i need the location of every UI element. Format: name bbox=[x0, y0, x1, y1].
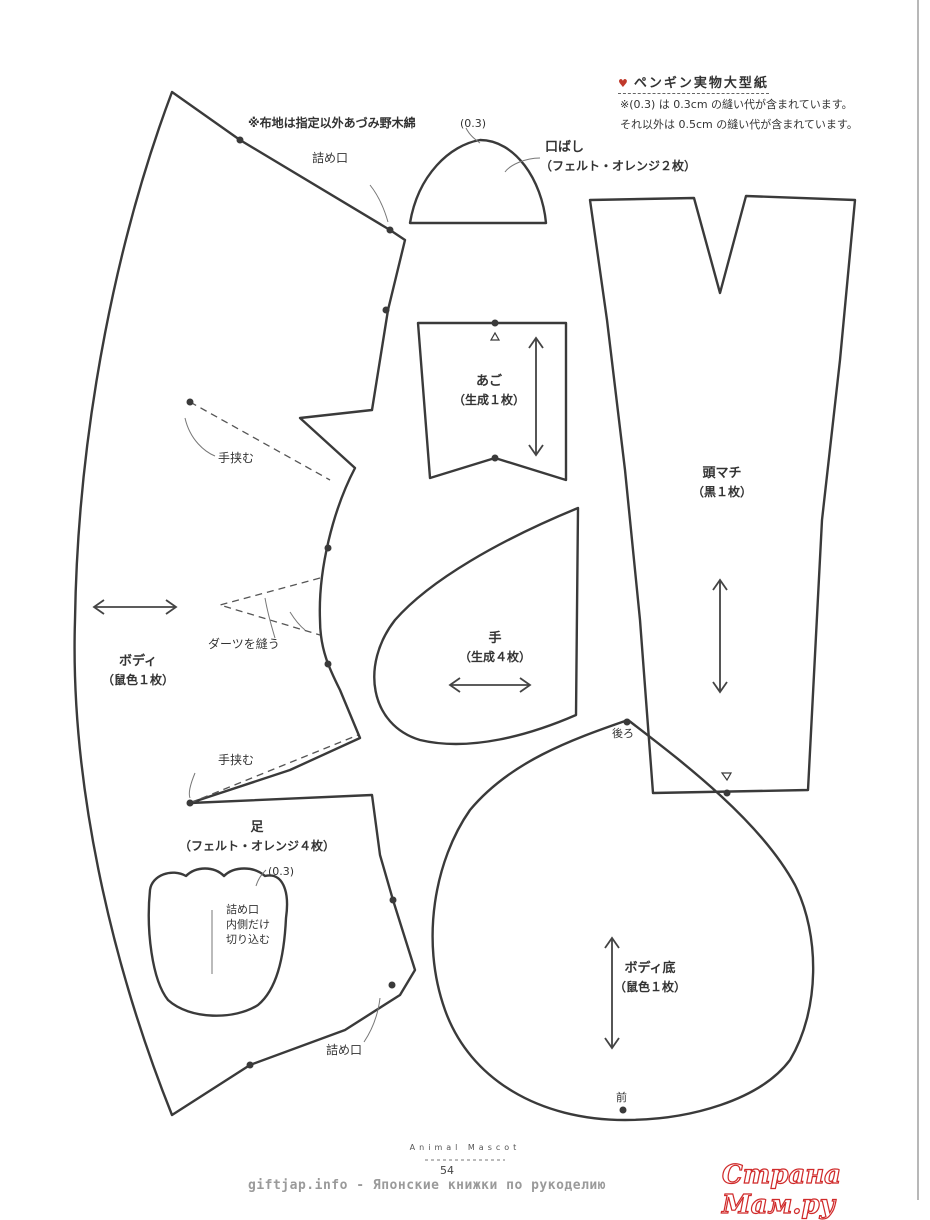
hand-insert-bottom-label: 手挟む bbox=[218, 753, 255, 767]
back-mark-label: 後ろ bbox=[612, 727, 634, 740]
foot-opening-label-1: 詰め口 bbox=[226, 903, 259, 916]
body-name: ボディ bbox=[118, 654, 158, 669]
body-outline bbox=[73, 90, 417, 1117]
hand-name: 手 bbox=[488, 631, 502, 646]
front-mark-label: 前 bbox=[616, 1091, 627, 1104]
heart-icon: ♥ bbox=[618, 77, 630, 90]
base-grain-arrow bbox=[604, 936, 620, 1050]
base-notch-dot bbox=[623, 718, 631, 726]
hand-material: （生成４枚） bbox=[458, 650, 532, 664]
head-gusset-outline bbox=[588, 194, 857, 795]
beak-name: 口ばし bbox=[545, 140, 585, 155]
foot-allowance: (0.3) bbox=[268, 865, 295, 878]
beak-allowance: (0.3) bbox=[460, 117, 487, 130]
body-material: （鼠色１枚） bbox=[101, 673, 175, 687]
foot-outline bbox=[147, 867, 289, 1017]
hand-insert-top-label: 手挟む bbox=[218, 451, 255, 465]
body-grain-arrow bbox=[92, 599, 178, 615]
sew-dart-label: ダーツを縫う bbox=[208, 637, 280, 651]
foot-name: 足 bbox=[250, 820, 264, 835]
sheet-title-text: ペンギン実物大型紙 bbox=[633, 76, 769, 91]
leader-line bbox=[255, 869, 267, 887]
leader-line bbox=[504, 157, 541, 173]
foot-material: （フェルト・オレンジ４枚） bbox=[178, 839, 336, 853]
foot-opening-label-3: 切り込む bbox=[226, 933, 270, 946]
leader-line bbox=[184, 417, 216, 457]
stuffing-opening-top-label: 詰め口 bbox=[312, 151, 349, 165]
hand-outline bbox=[373, 506, 580, 746]
leader-line bbox=[363, 997, 381, 1043]
beak-material: （フェルト・オレンジ２枚） bbox=[540, 159, 697, 173]
sheet-title: ♥ペンギン実物大型紙 bbox=[618, 72, 769, 94]
beak-outline bbox=[408, 138, 548, 225]
fabric-note: ※布地は指定以外あづみ野木綿 bbox=[248, 116, 416, 130]
allowance-note-1: ※(0.3) は 0.3cm の縫い代が含まれています。 bbox=[620, 98, 853, 111]
jaw-notch-dot bbox=[491, 319, 499, 327]
gusset-grain-arrow bbox=[712, 578, 728, 694]
body-notch-dot bbox=[386, 226, 394, 234]
hand-grain-arrow bbox=[448, 677, 532, 693]
body-notch-dot bbox=[246, 1061, 254, 1069]
body-notch-dot bbox=[324, 544, 332, 552]
site-watermark: Страна Мам.ру bbox=[721, 1159, 842, 1220]
hand-dart-top bbox=[189, 401, 331, 481]
body-notch-dot bbox=[388, 981, 396, 989]
body-base-name: ボディ底 bbox=[624, 961, 676, 976]
jaw-notch-dot bbox=[491, 454, 499, 462]
leader-line bbox=[369, 184, 389, 223]
body-notch-dot bbox=[389, 896, 397, 904]
leader-line bbox=[264, 597, 276, 639]
body-notch-dot bbox=[186, 799, 194, 807]
gusset-notch-dot bbox=[723, 789, 731, 797]
hand-dart-bottom bbox=[189, 734, 359, 804]
allowance-note-2: それ以外は 0.5cm の縫い代が含まれています。 bbox=[620, 118, 858, 131]
body-base-material: （鼠色１枚） bbox=[613, 980, 687, 994]
foot-opening-label-2: 内側だけ bbox=[226, 918, 270, 931]
jaw-grain-arrow bbox=[528, 336, 544, 457]
stuffing-opening-bottom-label: 詰め口 bbox=[326, 1043, 363, 1057]
leader-line bbox=[465, 127, 481, 144]
source-caption: giftjap.info - Японские книжки по рукоде… bbox=[248, 1178, 607, 1193]
body-notch-dot bbox=[236, 136, 244, 144]
book-title: Animal Mascot bbox=[409, 1143, 521, 1152]
gusset-triangle-mark bbox=[720, 772, 733, 782]
head-gusset-name: 頭マチ bbox=[702, 466, 742, 481]
base-notch-dot bbox=[619, 1106, 627, 1114]
body-notch-dot bbox=[324, 660, 332, 668]
body-base-outline bbox=[431, 718, 815, 1122]
leader-line bbox=[289, 611, 306, 631]
jaw-material: （生成１枚） bbox=[452, 393, 526, 407]
leader-line bbox=[188, 772, 196, 799]
body-notch-dot bbox=[382, 306, 390, 314]
jaw-name: あご bbox=[475, 374, 503, 389]
body-notch-dot bbox=[186, 398, 194, 406]
jaw-triangle-mark bbox=[489, 331, 501, 341]
page-number: 54 bbox=[440, 1164, 454, 1177]
body-dart bbox=[217, 577, 321, 636]
jaw-outline bbox=[416, 321, 568, 482]
head-gusset-material: （黒１枚） bbox=[691, 485, 753, 499]
